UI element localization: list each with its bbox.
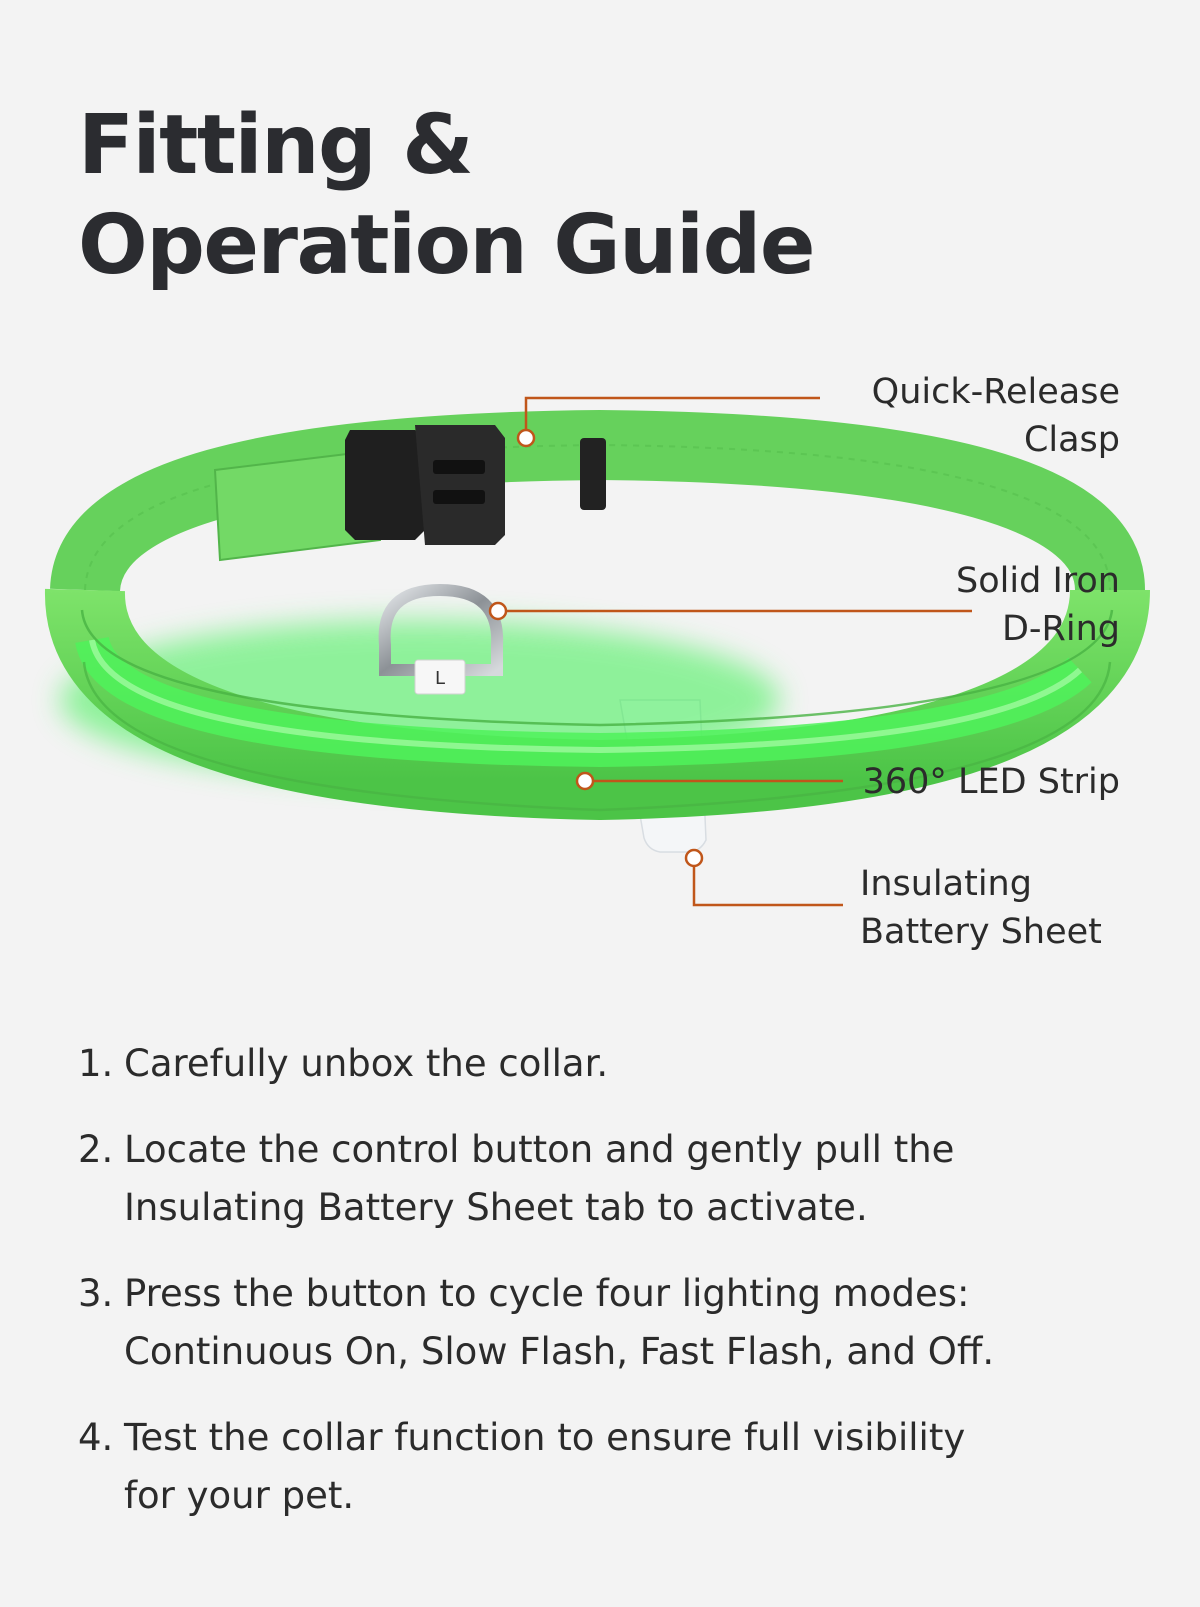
step-number: 4. — [78, 1416, 114, 1459]
step-text: for your pet. — [124, 1474, 355, 1517]
step-number: 2. — [78, 1128, 114, 1171]
callout-line: Battery Sheet — [860, 912, 1102, 952]
callout-line: Quick-Release — [871, 372, 1120, 412]
title-line-1: Fitting & — [78, 98, 474, 193]
callout-led-strip: 360° LED Strip — [863, 758, 1120, 806]
callout-battery-sheet: Insulating Battery Sheet — [860, 860, 1120, 956]
step-text: Insulating Battery Sheet tab to activate… — [124, 1186, 868, 1229]
callout-quick-release-clasp: Quick-Release Clasp — [872, 368, 1120, 464]
step-item: 2. Locate the control button and gently … — [78, 1121, 1138, 1237]
step-text: Press the button to cycle four lighting … — [124, 1272, 970, 1315]
step-text: Test the collar function to ensure full … — [124, 1416, 966, 1459]
step-text: Continuous On, Slow Flash, Fast Flash, a… — [124, 1330, 995, 1373]
d-ring: L — [378, 583, 504, 695]
step-number: 3. — [78, 1272, 114, 1315]
step-item: 4. Test the collar function to ensure fu… — [78, 1409, 1138, 1525]
step-text: Locate the control button and gently pul… — [124, 1128, 955, 1171]
callout-anchor-dots — [488, 428, 704, 868]
callout-line: D-Ring — [1001, 609, 1120, 649]
step-text: Carefully unbox the collar. — [124, 1042, 609, 1085]
quick-release-buckle — [345, 425, 505, 545]
callout-line: 360° LED Strip — [862, 762, 1120, 802]
collar-diagram: L Quick-Release Clasp Solid Iron D-Ring — [0, 340, 1200, 980]
instruction-steps: 1. Carefully unbox the collar. 2. Locate… — [78, 1035, 1138, 1553]
callout-line: Solid Iron — [956, 561, 1120, 601]
size-tag-label: L — [435, 668, 445, 689]
step-item: 1. Carefully unbox the collar. — [78, 1035, 1138, 1093]
page-title: Fitting & Operation Guide — [78, 96, 815, 296]
step-item: 3. Press the button to cycle four lighti… — [78, 1265, 1138, 1381]
callout-line: Insulating — [860, 864, 1032, 904]
callout-leader-lines — [498, 396, 972, 907]
step-number: 1. — [78, 1042, 114, 1085]
title-line-2: Operation Guide — [78, 198, 815, 293]
callout-line: Clasp — [1023, 420, 1120, 460]
callout-d-ring: Solid Iron D-Ring — [956, 557, 1120, 653]
strap-adjuster — [580, 438, 606, 510]
collar-illustration: L — [45, 396, 1150, 907]
